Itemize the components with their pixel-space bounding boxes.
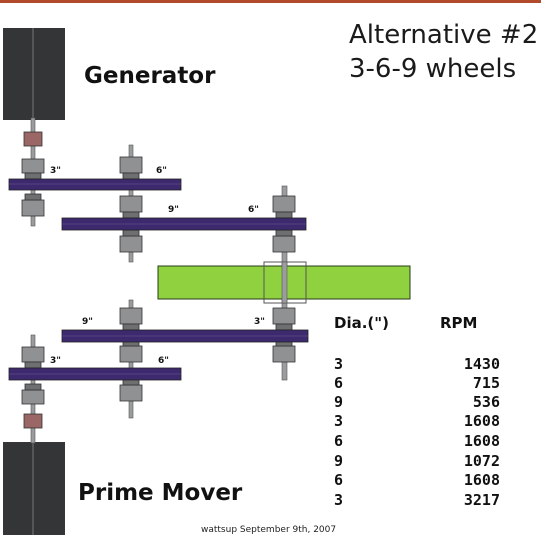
table-cell-rpm: 715 (472, 374, 500, 392)
credit-text: wattsup September 9th, 2007 (201, 525, 337, 535)
title-line-1: Alternative #2 (349, 20, 539, 50)
table-cell-dia: 3 (334, 412, 344, 430)
coupling-generator (23, 131, 43, 147)
table-header-diameter: Dia.(") (334, 314, 389, 332)
table-cell-dia: 6 (334, 374, 344, 392)
belt-upper-3-6 (8, 178, 182, 191)
table-cell-rpm: 3217 (463, 491, 500, 509)
table-cell-rpm: 1608 (463, 471, 500, 489)
table-cell-dia: 3 (334, 355, 344, 373)
belt-lower-9-3 (61, 329, 309, 343)
hub-group-left-lower (21, 346, 45, 405)
top-rule (0, 0, 541, 3)
hub-group-mid-lower (119, 307, 143, 402)
generator-label: Generator (84, 63, 216, 89)
belt-bottom-3-6 (8, 367, 182, 381)
table-cell-dia: 9 (334, 452, 344, 470)
pulley-label-bottom-6: 6" (158, 356, 169, 366)
table-cell-dia: 3 (334, 491, 344, 509)
table-cell-rpm: 536 (472, 393, 500, 411)
belt-mid-9-6 (61, 217, 307, 231)
table-cell-rpm: 1072 (463, 452, 500, 470)
table-cell-rpm: 1608 (463, 412, 500, 430)
pulley-label-lower-9: 9" (82, 317, 93, 327)
pulley-label-lower-3: 3" (254, 317, 265, 327)
pulley-label-upper-3: 3" (50, 166, 61, 176)
table-cell-dia: 6 (334, 432, 344, 450)
pulley-label-mid-9: 9" (168, 205, 179, 215)
table-header-rpm: RPM (440, 314, 478, 332)
generator-block (3, 28, 65, 120)
prime-mover-label: Prime Mover (78, 480, 243, 506)
hub-group-mid-upper (119, 156, 143, 253)
flywheel-shaft (281, 261, 288, 304)
pulley-label-mid-6: 6" (248, 205, 259, 215)
coupling-prime-mover (23, 413, 43, 429)
pulley-label-upper-6: 6" (156, 166, 167, 176)
title-line-2: 3-6-9 wheels (349, 54, 517, 84)
hub-group-right (272, 195, 296, 363)
table-cell-rpm: 1430 (463, 355, 500, 373)
table-cell-dia: 6 (334, 471, 344, 489)
table-cell-rpm: 1608 (463, 432, 500, 450)
table-cell-dia: 9 (334, 393, 344, 411)
prime-mover-block (3, 442, 65, 535)
hub-group-left-upper (21, 158, 45, 217)
pulley-label-bottom-3: 3" (50, 356, 61, 366)
